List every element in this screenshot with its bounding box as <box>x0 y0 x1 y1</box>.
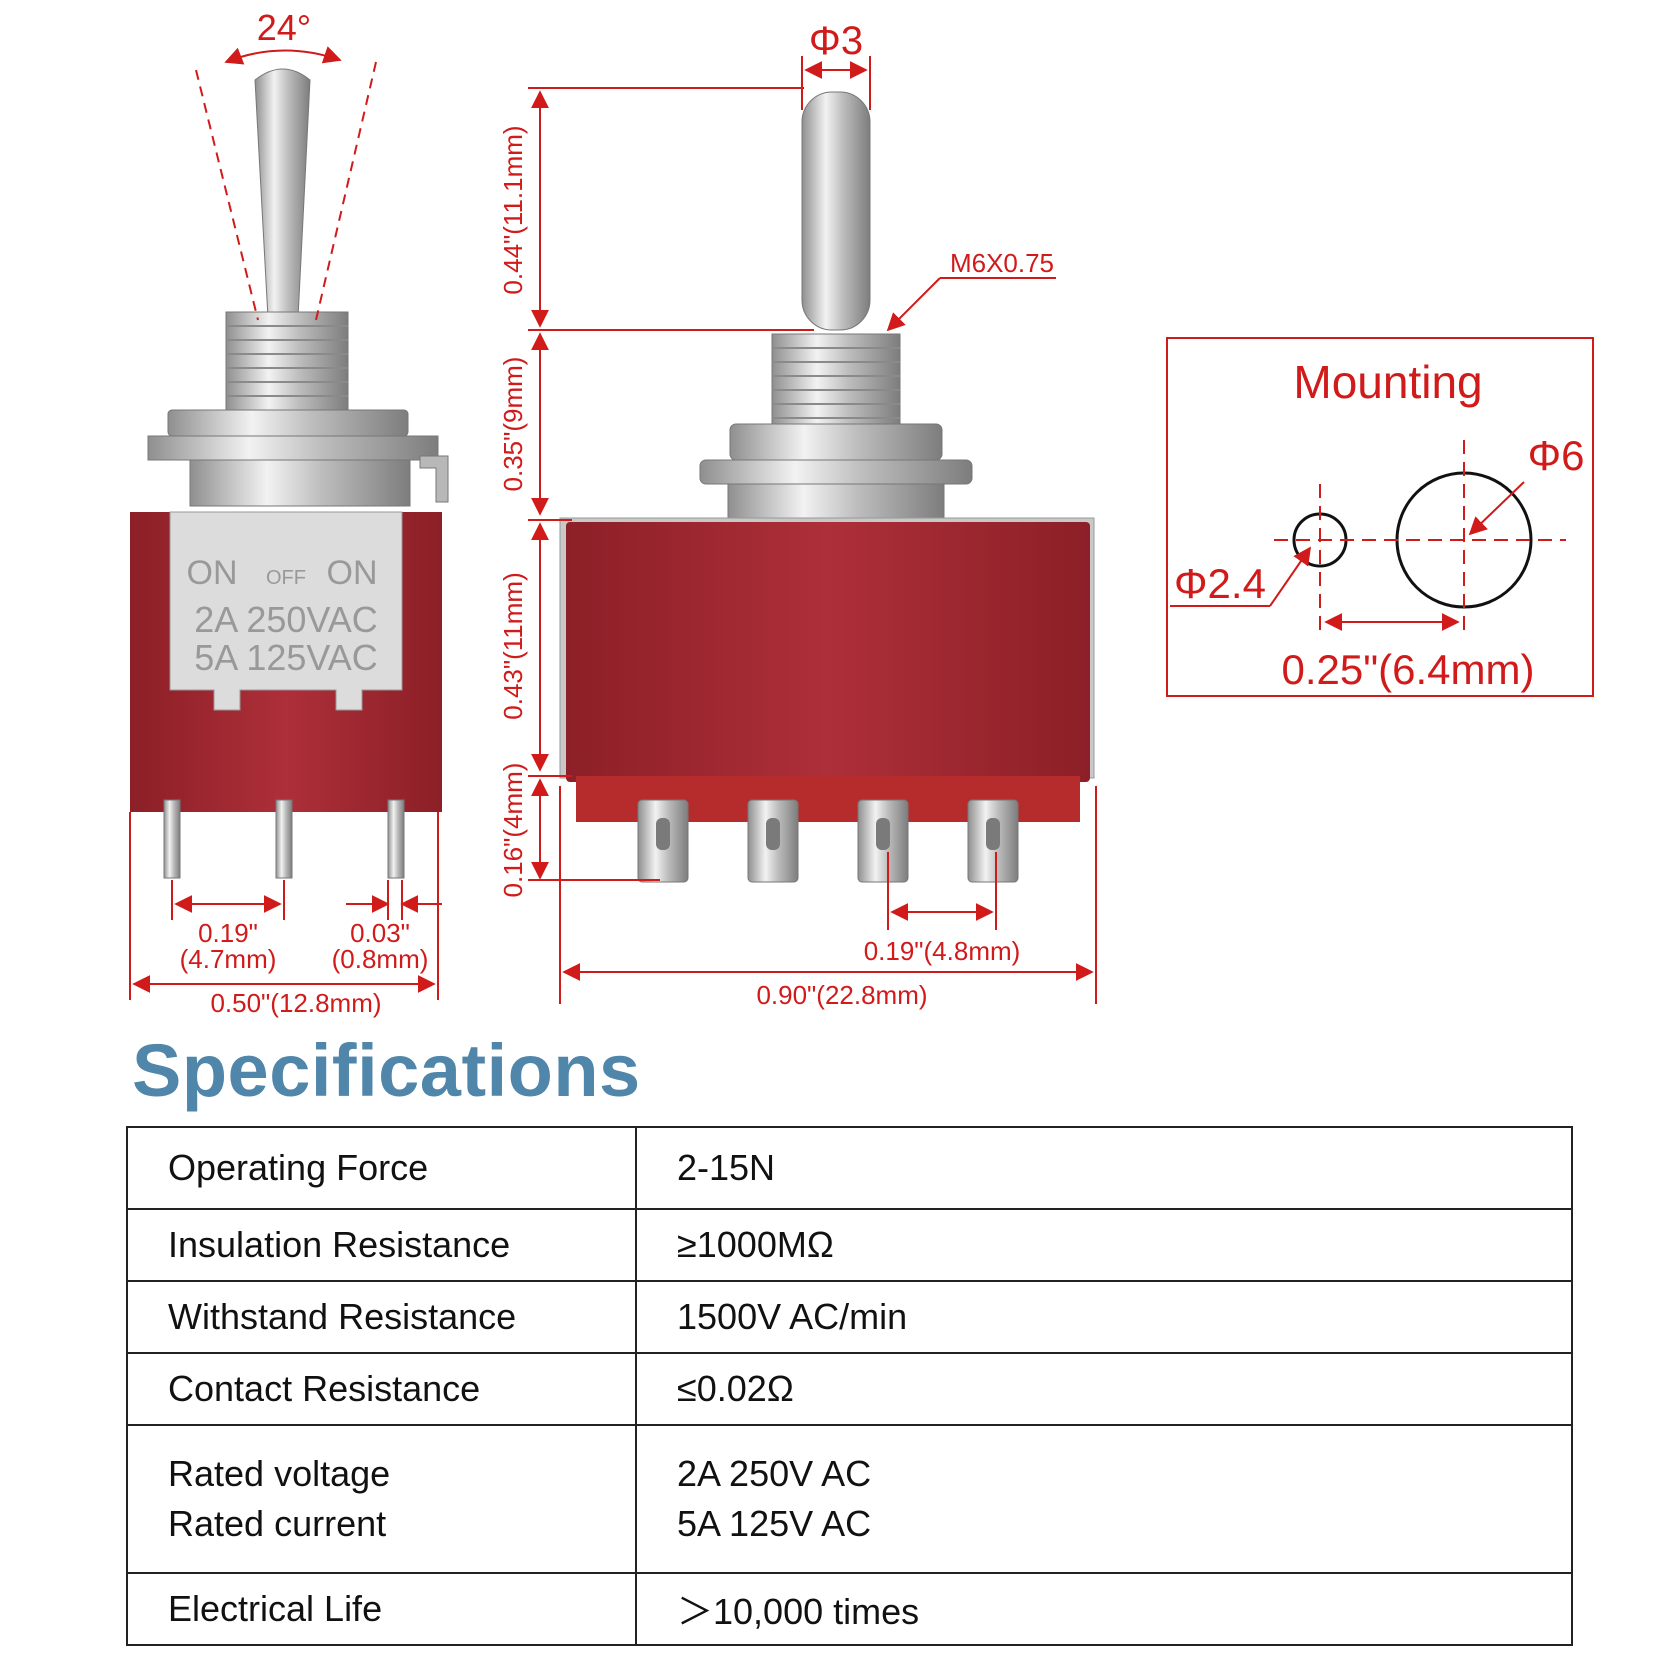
spec-value: ≤0.02Ω <box>635 1352 1573 1426</box>
specifications-table: Operating Force 2-15N Insulation Resista… <box>126 1126 1573 1646</box>
spec-name: Rated voltage <box>168 1453 391 1494</box>
thread-spec: M6X0.75 <box>950 248 1054 278</box>
front-hex-nut <box>727 483 945 521</box>
side-washer <box>147 435 439 461</box>
pin-width-mm: (0.8mm) <box>332 944 429 974</box>
pin-width-in: 0.03" <box>350 918 410 948</box>
front-body <box>566 522 1090 782</box>
bracket-label-right: ON <box>327 554 378 592</box>
front-bushing <box>771 333 901 431</box>
front-washer <box>699 459 973 485</box>
side-view-switch <box>130 68 449 879</box>
spec-value: 1500V AC/min <box>635 1280 1573 1354</box>
side-hex-nut <box>189 459 411 507</box>
bushing-height: 0.35"(9mm) <box>498 357 528 492</box>
lever-height: 0.44"(11.1mm) <box>498 125 528 294</box>
table-row: Insulation Resistance ≥1000MΩ <box>126 1208 1573 1282</box>
spec-name: Rated current <box>168 1503 387 1544</box>
side-lever <box>254 68 311 319</box>
mounting-panel <box>1166 337 1594 697</box>
spec-value: 2-15N <box>635 1126 1573 1210</box>
spec-name: Withstand Resistance <box>126 1280 637 1354</box>
spec-name: Contact Resistance <box>126 1352 637 1426</box>
rating-line-1: 2A 250VAC <box>194 599 377 640</box>
side-nut <box>167 409 409 437</box>
large-hole-label: Φ6 <box>1528 432 1585 479</box>
spec-value: ＞10,000 times <box>635 1572 1573 1646</box>
lever-diameter: Φ3 <box>809 19 863 63</box>
spec-name: Electrical Life <box>126 1572 637 1646</box>
table-row: Contact Resistance ≤0.02Ω <box>126 1352 1573 1426</box>
hole-spacing: 0.25"(6.4mm) <box>1282 646 1535 693</box>
mounting-title: Mounting <box>1293 356 1482 408</box>
bracket-label-left: ON <box>187 554 238 592</box>
pin-pitch-mm: (4.7mm) <box>180 944 277 974</box>
specifications-heading: Specifications <box>132 1029 641 1112</box>
front-nut <box>729 423 943 461</box>
spec-name-cell: Rated voltage Rated current <box>126 1424 637 1574</box>
front-lever <box>801 91 871 331</box>
angle-label: 24° <box>257 7 311 48</box>
table-row: Rated voltage Rated current 2A 250V AC 5… <box>126 1424 1573 1574</box>
terminal-height: 0.16"(4mm) <box>498 763 528 898</box>
pin-pitch-in: 0.19" <box>198 918 258 948</box>
front-width: 0.90"(22.8mm) <box>756 980 927 1010</box>
spec-value: ≥1000MΩ <box>635 1208 1573 1282</box>
body-height: 0.43"(11mm) <box>498 572 528 719</box>
table-row: Operating Force 2-15N <box>126 1126 1573 1210</box>
spec-value: 5A 125V AC <box>677 1503 872 1544</box>
side-bracket <box>169 511 403 711</box>
small-hole-label: Φ2.4 <box>1174 560 1266 607</box>
table-row: Electrical Life ＞10,000 times <box>126 1572 1573 1646</box>
terminal-pitch: 0.19"(4.8mm) <box>864 936 1021 966</box>
table-row: Withstand Resistance 1500V AC/min <box>126 1280 1573 1354</box>
spec-value: 2A 250V AC <box>677 1453 872 1494</box>
bracket-label-middle: OFF <box>266 567 306 589</box>
dimension-diagram: ON OFF ON 2A 250VAC 5A 125VAC 24° 0.19" … <box>129 7 1594 1018</box>
spec-name: Operating Force <box>126 1126 637 1210</box>
side-width: 0.50"(12.8mm) <box>210 988 381 1018</box>
rating-line-2: 5A 125VAC <box>194 637 377 678</box>
spec-name: Insulation Resistance <box>126 1208 637 1282</box>
spec-value-cell: 2A 250V AC 5A 125V AC <box>635 1424 1573 1574</box>
front-view-switch <box>559 91 1095 883</box>
